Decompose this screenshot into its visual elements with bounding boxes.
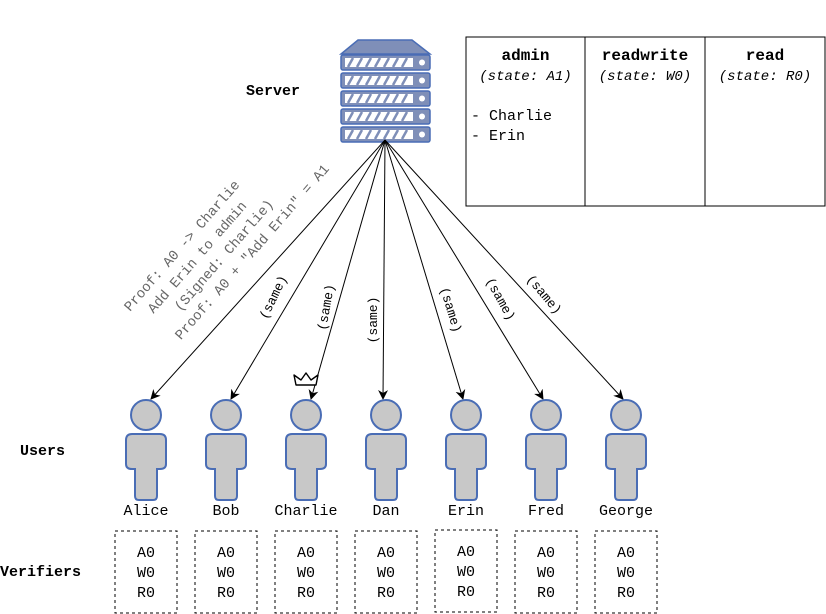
arrow-to-erin: [384, 139, 466, 400]
verifier-state: A0: [617, 545, 635, 562]
user-name: Alice: [123, 503, 168, 520]
verifier-state: W0: [617, 565, 635, 582]
verifier-state: W0: [457, 564, 475, 581]
verifier-state: R0: [137, 585, 155, 602]
proof-text: Proof: A0 -> CharlieAdd Erin to admin(Si…: [122, 125, 334, 353]
arrow-to-fred: [384, 139, 544, 400]
table-header-read: read: [746, 47, 784, 65]
user-alice: Alice: [123, 399, 169, 520]
arrow-to-george: [384, 139, 624, 400]
verifier-state: R0: [297, 585, 315, 602]
user-name: Charlie: [274, 503, 337, 520]
crown-icon: [293, 372, 319, 386]
verifier-state: W0: [217, 565, 235, 582]
arrow-label-same: (same): [436, 285, 464, 334]
verifier-state: A0: [377, 545, 395, 562]
user-dan: Dan: [365, 399, 407, 520]
user-name: Dan: [372, 503, 399, 520]
user-icon: [525, 399, 567, 501]
verifier-state: W0: [537, 565, 555, 582]
user-name: Fred: [528, 503, 564, 520]
table-state-read: (state: R0): [719, 69, 811, 85]
verifier-state: A0: [537, 545, 555, 562]
verifier-state: R0: [217, 585, 235, 602]
verifier-state: R0: [377, 585, 395, 602]
arrow-to-alice: [150, 139, 386, 400]
arrow-label-same: (same): [523, 272, 565, 318]
user-george: George: [599, 399, 653, 520]
arrow-to-charlie: [308, 139, 386, 400]
user-icon: [365, 399, 407, 501]
table-state-admin: (state: A1): [479, 69, 571, 85]
users-label: Users: [20, 443, 65, 460]
server-icon: [338, 39, 433, 143]
verifier-state: A0: [457, 544, 475, 561]
table-header-admin: admin: [501, 47, 549, 65]
arrow-label-same: (same): [366, 297, 381, 344]
user-icon: [285, 399, 327, 501]
verifier-state: R0: [457, 584, 475, 601]
user-name: George: [599, 503, 653, 520]
verifiers-row: A0W0R0A0W0R0A0W0R0A0W0R0A0W0R0A0W0R0A0W0…: [114, 529, 658, 614]
table-member: - Erin: [471, 128, 525, 145]
user-charlie: Charlie: [274, 372, 338, 520]
verifier-state: A0: [297, 545, 315, 562]
table-member: - Charlie: [471, 108, 552, 125]
user-icon: [445, 399, 487, 501]
arrow-label-same: (same): [315, 283, 338, 332]
arrow-to-bob: [230, 139, 386, 400]
verifiers-label: Verifiers: [0, 564, 81, 581]
table-header-readwrite: readwrite: [602, 47, 688, 65]
arrow-label-same: (same): [257, 273, 291, 322]
arrow-label-same: (same): [482, 275, 518, 323]
user-name: Bob: [212, 503, 239, 520]
user-icon: [125, 399, 167, 501]
verifier-state: A0: [137, 545, 155, 562]
arrow-to-dan: [378, 139, 389, 400]
user-icon: [605, 399, 647, 501]
user-fred: Fred: [525, 399, 567, 520]
user-name: Erin: [448, 503, 484, 520]
verifier-state: R0: [537, 585, 555, 602]
verifier-state: W0: [137, 565, 155, 582]
verifier-state: W0: [377, 565, 395, 582]
users-row: Alice Bob Charlie Dan Erin Fred George: [123, 372, 653, 520]
user-erin: Erin: [445, 399, 487, 520]
verifier-state: R0: [617, 585, 635, 602]
server-label: Server: [246, 83, 300, 100]
permissions-table: admin (state: A1) - Charlie - Erin readwrite…: [465, 36, 826, 207]
verifier-state: A0: [217, 545, 235, 562]
verifier-state: W0: [297, 565, 315, 582]
table-state-readwrite: (state: W0): [599, 69, 691, 85]
proof-annotation: Proof: A0 -> CharlieAdd Erin to admin(Si…: [122, 125, 334, 353]
user-icon: [205, 399, 247, 501]
user-bob: Bob: [205, 399, 247, 520]
